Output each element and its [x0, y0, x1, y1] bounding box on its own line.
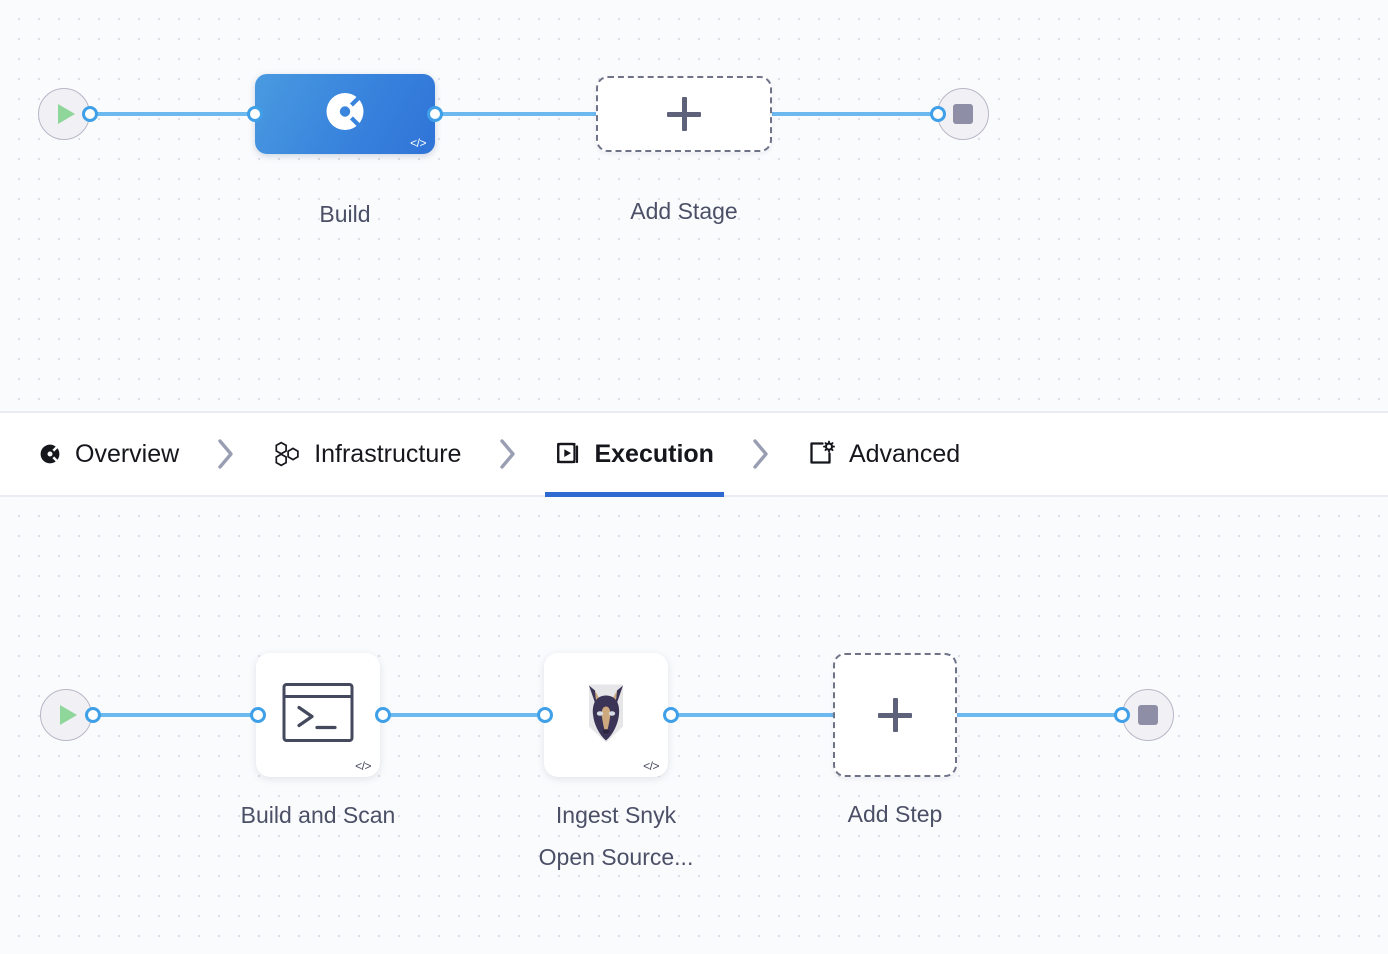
- tab-separator-2: [471, 413, 545, 495]
- chevron-right-icon: [753, 439, 768, 469]
- port-exec-start-out[interactable]: [85, 707, 101, 723]
- port-start-out[interactable]: [82, 106, 98, 122]
- play-icon: [60, 705, 77, 725]
- play-icon: [58, 104, 75, 124]
- pipeline-start-node[interactable]: [38, 88, 90, 140]
- step-label-build-and-scan: Build and Scan: [240, 802, 396, 828]
- port-snyk-out[interactable]: [663, 707, 679, 723]
- stop-icon: [953, 104, 973, 124]
- tab-separator-1: [189, 413, 263, 495]
- add-stage-button[interactable]: [596, 76, 772, 152]
- tab-execution-label: Execution: [594, 439, 714, 468]
- overview-pie-icon: [38, 442, 62, 466]
- add-step-label: Add Step: [847, 801, 943, 827]
- stage-canvas[interactable]: </> Build Add Stage: [0, 0, 1388, 411]
- edge-buildscan-to-snyk: [380, 713, 550, 717]
- chevron-right-icon: [218, 439, 233, 469]
- stop-icon: [1138, 705, 1158, 725]
- hexagon-cluster-icon: [273, 441, 301, 467]
- tab-overview[interactable]: Overview: [28, 413, 189, 495]
- advanced-gear-icon: [808, 440, 836, 468]
- edge-start-to-build: [90, 112, 265, 116]
- execution-play-icon: [555, 441, 581, 467]
- port-buildscan-in[interactable]: [250, 707, 266, 723]
- execution-end-node[interactable]: [1122, 689, 1174, 741]
- execution-start-node[interactable]: [40, 689, 92, 741]
- port-build-in[interactable]: [247, 106, 263, 122]
- step-node-build-and-scan[interactable]: </>: [256, 653, 380, 777]
- stage-label-build: Build: [319, 201, 371, 227]
- snyk-dog-icon: [575, 677, 637, 754]
- chevron-right-icon: [500, 439, 516, 469]
- port-end-in[interactable]: [930, 106, 946, 122]
- edge-addstep-to-end: [950, 713, 1135, 717]
- tab-execution[interactable]: Execution: [545, 413, 725, 497]
- tab-infrastructure[interactable]: Infrastructure: [263, 413, 471, 495]
- code-badge: </>: [643, 759, 659, 773]
- port-snyk-in[interactable]: [537, 707, 553, 723]
- step-node-ingest-snyk[interactable]: </>: [544, 653, 668, 777]
- edge-start-to-buildscan: [92, 713, 262, 717]
- terminal-icon: [281, 682, 355, 749]
- code-badge: </>: [410, 136, 426, 150]
- plus-icon: [878, 698, 912, 732]
- tab-overview-label: Overview: [75, 439, 180, 468]
- execution-canvas[interactable]: </> Build and Scan </> Ingest Snyk Open …: [0, 497, 1388, 954]
- tab-infrastructure-label: Infrastructure: [314, 439, 462, 468]
- plus-icon: [667, 97, 701, 131]
- tab-advanced[interactable]: Advanced: [798, 413, 970, 495]
- port-buildscan-out[interactable]: [375, 707, 391, 723]
- port-build-out[interactable]: [427, 106, 443, 122]
- tab-separator-3: [724, 413, 798, 495]
- tab-advanced-label: Advanced: [848, 439, 961, 468]
- stage-node-build[interactable]: </>: [255, 74, 435, 154]
- port-exec-end-in[interactable]: [1114, 707, 1130, 723]
- code-badge: </>: [355, 759, 371, 773]
- stage-config-tab-bar[interactable]: Overview Infrastructure Exec: [0, 411, 1388, 497]
- step-label-ingest-snyk: Ingest Snyk Open Source...: [538, 802, 694, 870]
- edge-addstage-to-end: [760, 112, 950, 116]
- add-stage-label: Add Stage: [630, 198, 738, 224]
- edge-snyk-to-addstep: [668, 713, 840, 717]
- build-stage-icon: [323, 90, 367, 139]
- edge-build-to-addstage: [428, 112, 613, 116]
- add-step-button[interactable]: [833, 653, 957, 777]
